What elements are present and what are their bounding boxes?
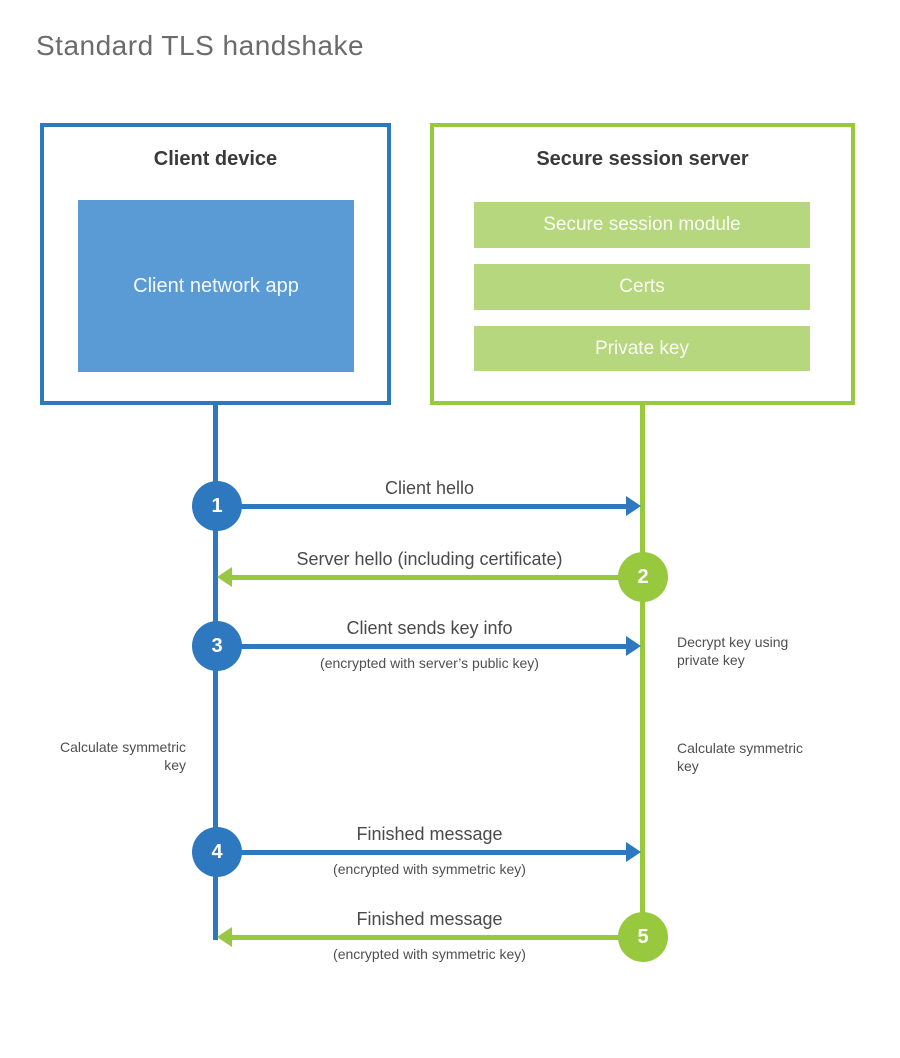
step2-arrow-line bbox=[232, 575, 643, 580]
note-calculate-symmetric-key-client: Calculate symmetric key bbox=[59, 739, 186, 773]
step3-number-badge: 3 bbox=[192, 621, 242, 671]
client-lifeline bbox=[213, 405, 218, 940]
certs-bar: Certs bbox=[474, 264, 810, 310]
secure-session-server-title: Secure session server bbox=[536, 148, 749, 170]
note-decrypt-key: Decrypt key using private key bbox=[677, 634, 789, 668]
secure-session-server-box: Secure session server Secure session mod… bbox=[430, 123, 855, 405]
step4-number-badge: 4 bbox=[192, 827, 242, 877]
step4-sublabel: (encrypted with symmetric key) bbox=[333, 861, 526, 877]
client-network-app-box: Client network app bbox=[78, 200, 354, 372]
step3-sublabel: (encrypted with server’s public key) bbox=[320, 655, 539, 671]
step3-label: Client sends key info bbox=[346, 618, 513, 638]
step5-label: Finished message bbox=[356, 909, 503, 929]
step5-arrowhead-left-icon bbox=[217, 927, 232, 947]
client-device-box: Client device Client network app bbox=[40, 123, 391, 405]
step5-sublabel: (encrypted with symmetric key) bbox=[333, 946, 526, 962]
step2-number-badge: 2 bbox=[618, 552, 668, 602]
step5-number-badge: 5 bbox=[618, 912, 668, 962]
step2-arrowhead-left-icon bbox=[217, 567, 232, 587]
step5-arrow-line bbox=[232, 935, 643, 940]
step4-arrowhead-right-icon bbox=[626, 842, 641, 862]
step1-number-badge: 1 bbox=[192, 481, 242, 531]
step3-arrow-line bbox=[217, 644, 627, 649]
step4-arrow-line bbox=[217, 850, 627, 855]
server-lifeline bbox=[640, 405, 645, 937]
step4-label: Finished message bbox=[356, 824, 503, 844]
secure-session-module-bar: Secure session module bbox=[474, 202, 810, 248]
step3-arrowhead-right-icon bbox=[626, 636, 641, 656]
note-calculate-symmetric-key-server: Calculate symmetric key bbox=[677, 740, 804, 774]
client-network-app-label: Client network app bbox=[133, 274, 299, 297]
step1-arrow-line bbox=[216, 504, 627, 509]
step2-label: Server hello (including certificate) bbox=[296, 549, 563, 569]
client-device-title: Client device bbox=[153, 148, 278, 170]
step1-arrowhead-right-icon bbox=[626, 496, 641, 516]
step1-label: Client hello bbox=[384, 478, 475, 498]
private-key-bar: Private key bbox=[474, 326, 810, 371]
page-title: Standard TLS handshake bbox=[36, 30, 365, 61]
